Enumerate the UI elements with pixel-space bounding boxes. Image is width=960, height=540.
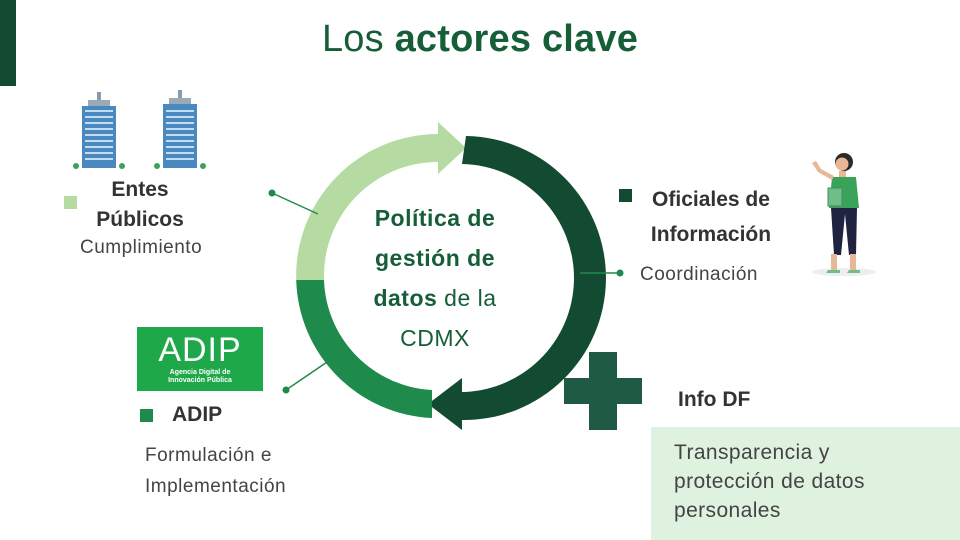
connector-adip <box>285 359 331 391</box>
cycle-arc-mid <box>296 280 432 418</box>
oficiales-name: Oficiales de Información <box>650 188 772 246</box>
oficiales-role: Coordinación <box>640 264 758 285</box>
accent-bar <box>0 0 16 86</box>
entes-name: Entes Públicos <box>96 178 184 231</box>
adip-role: Formulación e Implementación <box>145 445 287 497</box>
infodf-name: Info DF <box>678 388 751 411</box>
cycle-arrow-dark <box>428 378 462 430</box>
infodf-description: Transparencia y protección de datos pers… <box>674 441 865 522</box>
oficiales-marker <box>619 189 632 202</box>
adip-marker <box>140 409 153 422</box>
connector-entes <box>271 192 319 215</box>
entes-role: Cumplimiento <box>80 237 203 258</box>
plus-icon <box>564 352 642 430</box>
buildings-icon <box>73 90 206 169</box>
infodf-box <box>651 427 960 540</box>
cycle-arc-light <box>296 134 438 280</box>
adip-logo: ADIP Agencia Digital de Innovación Públi… <box>137 327 263 391</box>
entes-marker <box>64 196 77 209</box>
cycle-arrow-light <box>438 122 466 174</box>
adip-name: ADIP <box>172 403 223 426</box>
cycle-arc-dark <box>458 136 606 421</box>
page-title: Los actores clave <box>321 18 639 60</box>
center-title: Política de gestión de datos de la CDMX <box>373 205 497 351</box>
woman-presenter-icon <box>812 153 876 276</box>
